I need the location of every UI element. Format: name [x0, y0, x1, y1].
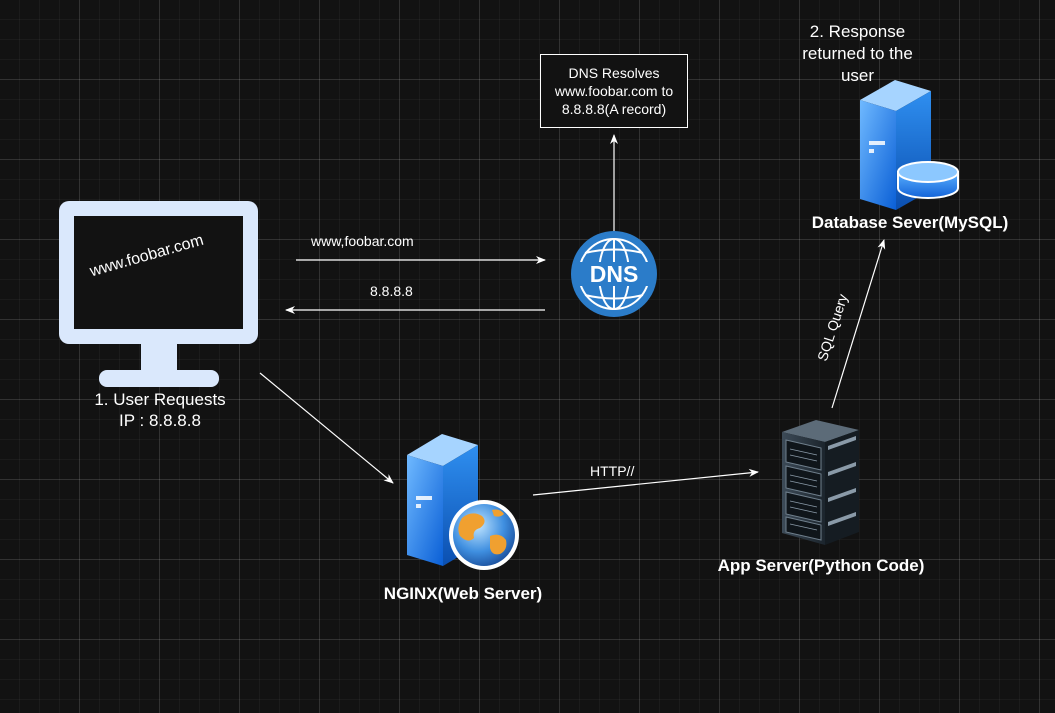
app-server-label: App Server(Python Code) — [717, 556, 925, 575]
edge-client-to-nginx — [259, 372, 394, 484]
dns-box-line2: www.foobar.com to — [554, 83, 674, 99]
database-server-icon — [860, 80, 959, 210]
dns-icon — [571, 231, 657, 317]
dns-icon-text: DNS — [589, 261, 639, 287]
client-label-line1: 1. User Requests — [94, 390, 226, 409]
dns-box-line1: DNS Resolves — [568, 65, 660, 81]
client-ip-label: IP : 8.8.8.8 — [119, 411, 201, 430]
edge-nginx-to-app — [532, 468, 759, 496]
db-note-line3: user — [840, 66, 875, 85]
dns-resolve-box: DNS Resolves www.foobar.com to 8.8.8.8(A… — [540, 54, 688, 128]
edge-app-to-db — [831, 239, 886, 409]
nginx-server-icon — [407, 434, 519, 570]
db-note-line1: 2. Response — [809, 22, 906, 41]
database-label: Database Sever(MySQL) — [811, 213, 1009, 232]
app-server-rack-icon — [782, 420, 859, 545]
db-response-note: 2. Response returned to the user — [780, 21, 935, 87]
edge-http-label: HTTP// — [590, 463, 635, 479]
client-label: 1. User Requests IP : 8.8.8.8 — [60, 389, 260, 431]
monitor-icon — [59, 201, 258, 387]
db-note-line2: returned to the — [802, 44, 913, 63]
edge-request-label: www,foobar.com — [311, 233, 414, 249]
dns-box-line3: 8.8.8.8(A record) — [561, 101, 667, 117]
edge-response-label: 8.8.8.8 — [370, 283, 413, 299]
nginx-label: NGINX(Web Server) — [383, 584, 543, 603]
